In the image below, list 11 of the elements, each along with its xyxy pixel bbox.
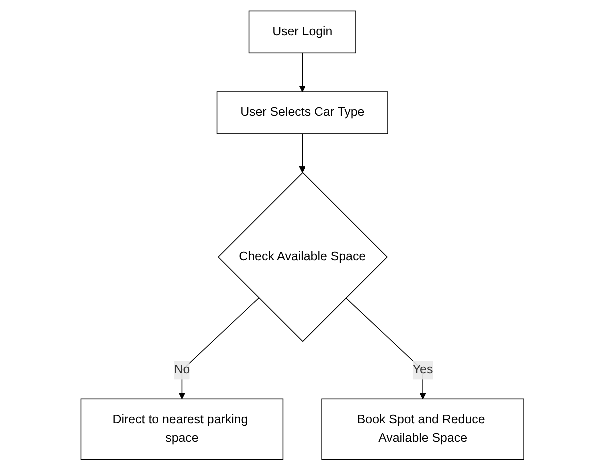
node-box: User Login [248,10,356,54]
edge-label: No [174,363,190,377]
node-box: User Selects Car Type [216,92,388,134]
edge-label: Yes [412,363,434,377]
arrow [299,52,306,92]
arrow [299,134,306,174]
arrow [178,298,260,400]
arrow [346,298,426,400]
node-diamond: Check Available Space [218,172,388,342]
node-box: Direct to nearest parking space [80,398,284,460]
node-box: Book Spot and Reduce Available Space [322,398,524,460]
